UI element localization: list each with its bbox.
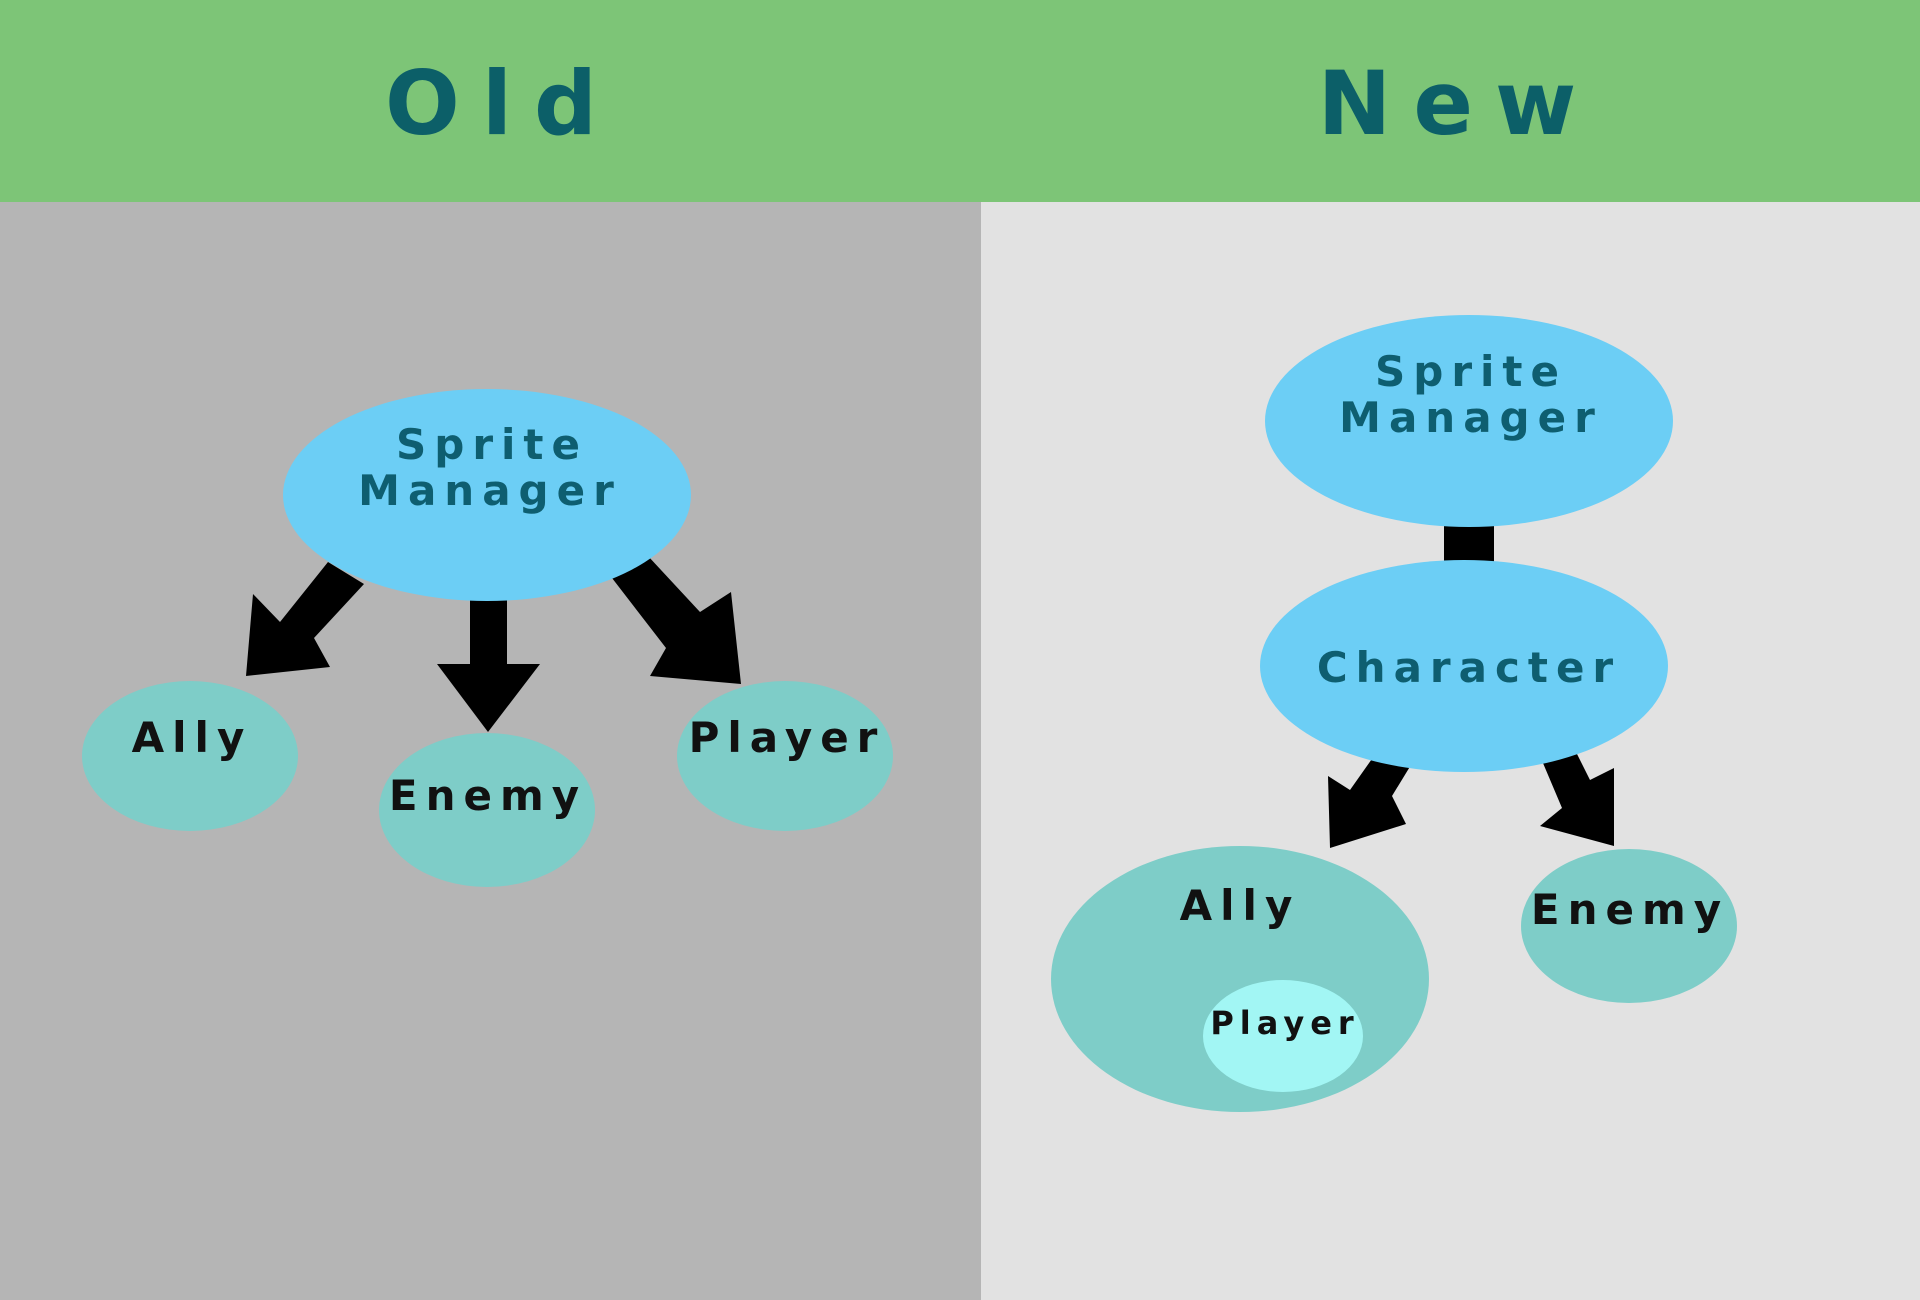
old-ally-label: Ally: [132, 713, 253, 762]
new-arrow-to-ally: [1328, 756, 1414, 848]
new-sprite-manager-node: [1265, 315, 1673, 527]
old-ally-node: [82, 681, 298, 831]
old-sprite-manager-label-2: Manager: [358, 466, 622, 515]
header-band: [0, 0, 1920, 202]
new-enemy-node: [1521, 849, 1737, 1003]
old-player-node: [677, 681, 893, 831]
new-title: New: [1318, 52, 1599, 155]
old-arrow-to-ally: [246, 562, 364, 676]
new-sprite-manager-label-1: Sprite: [1375, 347, 1567, 396]
old-player-label: Player: [689, 713, 886, 762]
new-character-label: Character: [1317, 643, 1621, 692]
new-ally-label: Ally: [1180, 881, 1301, 930]
new-player-node: [1203, 980, 1363, 1092]
old-arrow-to-player: [612, 556, 741, 684]
new-enemy-label: Enemy: [1531, 885, 1729, 934]
new-arrow-to-enemy: [1540, 748, 1614, 846]
new-sprite-manager-label-2: Manager: [1339, 393, 1603, 442]
old-arrow-to-enemy: [437, 600, 540, 732]
old-sprite-manager-label-1: Sprite: [396, 420, 588, 469]
old-title: Old: [385, 52, 619, 155]
old-sprite-manager-node: [283, 389, 691, 601]
new-character-node: [1260, 560, 1668, 772]
new-player-label: Player: [1210, 1004, 1359, 1042]
old-enemy-label: Enemy: [389, 771, 587, 820]
old-enemy-node: [379, 733, 595, 887]
